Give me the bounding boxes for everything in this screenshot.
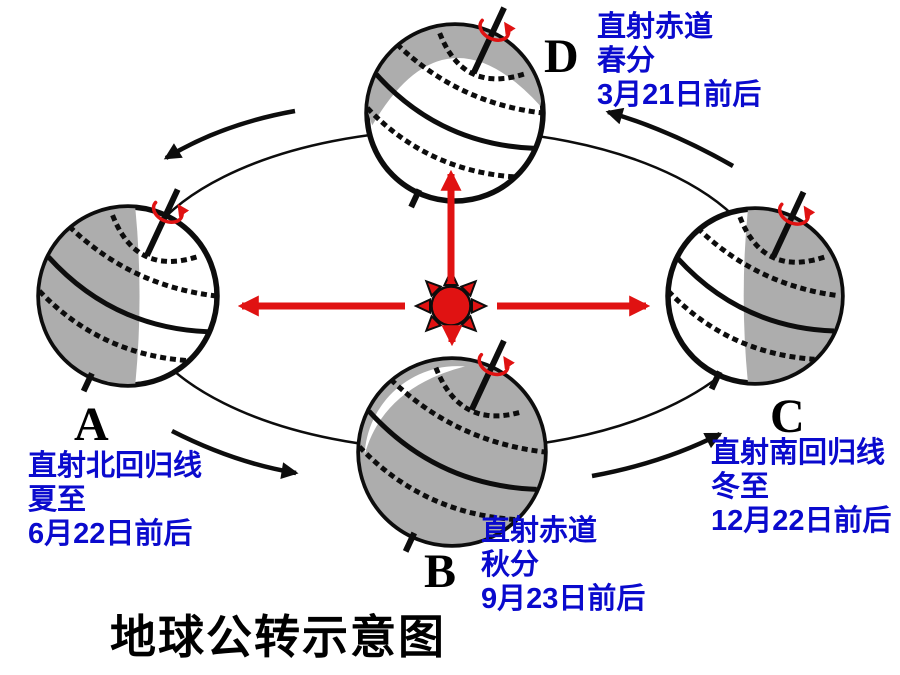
position-label-d: D — [544, 30, 579, 83]
tropic-line — [365, 106, 516, 180]
annotation-line: 6月22日前后 — [28, 518, 193, 550]
annotation-line: 夏至 — [28, 484, 87, 516]
earth-axis-stub — [708, 370, 723, 391]
annotation-winter-solstice: 直射南回归线 冬至 12月22日前后 — [711, 436, 892, 538]
annotation-line: 春分 — [597, 45, 656, 77]
annotation-line: 直射南回归线 — [711, 437, 886, 469]
annotation-spring-equinox: 直射赤道 春分 3月21日前后 — [597, 10, 761, 112]
tropic-line — [67, 224, 220, 299]
globe-grid — [357, 339, 548, 553]
tropic-line — [389, 377, 548, 455]
equator-line — [46, 255, 210, 335]
diagram-title: 地球公转示意图 — [110, 611, 446, 663]
globe-grid — [365, 6, 546, 209]
tropic-line — [695, 226, 845, 299]
sun-ray — [459, 314, 478, 333]
orbit-arrow-icon — [591, 431, 723, 479]
sun-icon — [413, 268, 489, 344]
position-label-a: A — [74, 398, 109, 451]
annotation-line: 直射赤道 — [597, 11, 714, 43]
polar-circle-line — [433, 366, 528, 419]
annotation-line: 12月22日前后 — [711, 505, 892, 537]
equator-line — [374, 72, 536, 151]
polar-circle-line — [437, 32, 527, 82]
earth-axis-stub — [402, 531, 417, 553]
sun-disc — [430, 285, 472, 327]
globe-grid — [666, 190, 845, 391]
tropic-line — [357, 445, 516, 523]
earth-axis-stub — [80, 372, 95, 393]
annotation-line: 9月23日前后 — [481, 583, 646, 615]
annotation-autumn-equinox: 直射赤道 秋分 9月23日前后 — [481, 514, 645, 616]
earth-axis — [468, 339, 507, 412]
earth-globe-c — [665, 190, 845, 391]
earth-axis — [470, 6, 507, 75]
earth-globe-b — [356, 339, 548, 553]
tropic-line — [666, 289, 815, 362]
orbit-arrow-icon — [170, 428, 299, 480]
annotation-line: 秋分 — [481, 549, 540, 581]
night-shade — [360, 360, 544, 544]
annotation-line: 3月21日前后 — [597, 79, 762, 111]
orbit-arrow-icon — [605, 107, 735, 168]
annotation-line: 直射赤道 — [481, 515, 598, 547]
sun-ray — [459, 279, 478, 298]
earth-globe-a — [36, 188, 220, 393]
annotation-summer-solstice: 直射北回归线 夏至 6月22日前后 — [28, 449, 202, 551]
sun-ray — [424, 314, 443, 333]
earth-axis — [144, 188, 181, 257]
polar-circle-line — [737, 216, 826, 265]
sun-ray — [471, 297, 489, 315]
globe-grid — [37, 188, 220, 393]
sun-ray — [424, 279, 443, 298]
rotation-arrow-icon — [777, 202, 816, 226]
tropic-line — [395, 42, 546, 116]
equator-line — [367, 409, 537, 492]
annotation-line: 直射北回归线 — [28, 450, 203, 482]
rotation-arrow-icon — [478, 18, 516, 42]
sun-ray — [413, 297, 431, 315]
tropic-line — [37, 289, 189, 364]
earth-axis — [770, 190, 807, 258]
rotation-arrow-icon — [151, 200, 190, 225]
orbit-arrow-icon — [163, 108, 296, 160]
annotation-line: 冬至 — [711, 471, 770, 503]
position-label-b: B — [424, 545, 457, 598]
equator-line — [675, 256, 835, 334]
earth-axis-stub — [408, 188, 423, 209]
polar-circle-line — [110, 214, 201, 264]
rotation-arrow-icon — [477, 352, 515, 377]
position-label-c: C — [770, 390, 805, 443]
